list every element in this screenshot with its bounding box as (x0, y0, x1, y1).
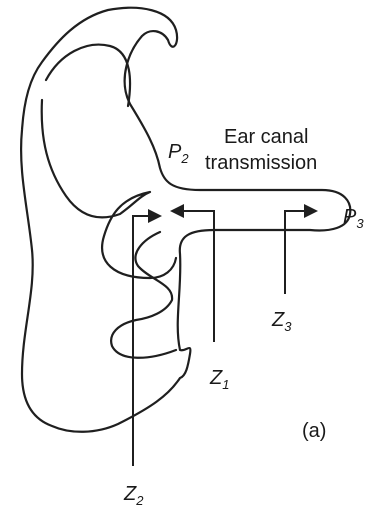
helix-fold (46, 45, 130, 106)
pinna-outline (21, 8, 350, 432)
z2-label-sub: 2 (135, 493, 144, 508)
z3-label-base: Z (271, 309, 285, 331)
z2-arrow (133, 209, 162, 466)
z3-label: Z3 (271, 309, 292, 334)
figure-caption: (a) (302, 420, 326, 442)
p3-label: P3 (343, 206, 364, 231)
z3-arrow (285, 204, 318, 294)
title-line-2: transmission (205, 152, 317, 174)
p3-label-sub: 3 (356, 216, 364, 231)
title-line-1: Ear canal (224, 126, 309, 148)
p2-label-base: P (168, 141, 182, 163)
z1-label-sub: 1 (222, 377, 229, 392)
p3-label-base: P (343, 206, 357, 228)
z2-label: Z2 (123, 483, 144, 508)
z3-label-sub: 3 (284, 319, 292, 334)
concha-outline (111, 232, 176, 358)
z1-arrow (170, 204, 214, 342)
p2-label-sub: 2 (180, 151, 189, 166)
z1-label-base: Z (209, 367, 223, 389)
p2-label: P2 (168, 141, 189, 166)
antihelix-ridge (42, 100, 176, 278)
z2-label-base: Z (123, 483, 137, 505)
z1-label: Z1 (209, 367, 229, 392)
